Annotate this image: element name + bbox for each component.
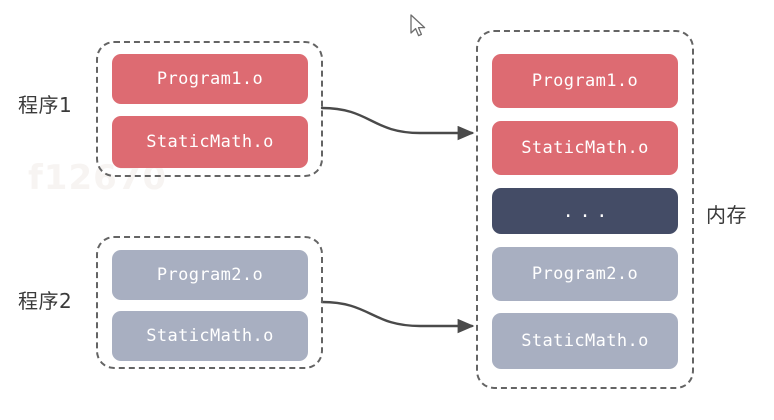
mouse-cursor-icon <box>410 14 426 37</box>
block-label: StaticMath.o <box>146 132 274 152</box>
program1-object-block[interactable]: Program1.o <box>112 54 308 104</box>
block-label: Program1.o <box>156 69 264 89</box>
program2-object-block[interactable]: Program2.o <box>112 250 308 300</box>
arrow-program2-to-memory <box>320 300 475 334</box>
block-label: StaticMath.o <box>146 326 274 346</box>
block-label: ... <box>562 200 614 222</box>
memory-block[interactable]: StaticMath.o <box>492 313 678 369</box>
block-label: StaticMath.o <box>521 138 649 158</box>
program2-group <box>96 236 323 369</box>
program2-label: 程序2 <box>18 289 73 313</box>
memory-group <box>476 30 694 389</box>
memory-block[interactable]: StaticMath.o <box>492 121 678 175</box>
program2-object-block[interactable]: StaticMath.o <box>112 311 308 361</box>
block-label: StaticMath.o <box>521 331 649 351</box>
block-label: Program2.o <box>531 264 639 284</box>
memory-label: 内存 <box>706 203 747 227</box>
memory-block-ellipsis[interactable]: ... <box>492 188 678 234</box>
arrow-program1-to-memory <box>320 106 475 141</box>
program1-group <box>96 41 323 177</box>
program1-label: 程序1 <box>18 93 73 117</box>
memory-block[interactable]: Program2.o <box>492 247 678 301</box>
block-label: Program1.o <box>531 71 639 91</box>
memory-block[interactable]: Program1.o <box>492 54 678 108</box>
block-label: Program2.o <box>156 265 264 285</box>
program1-object-block[interactable]: StaticMath.o <box>112 116 308 168</box>
